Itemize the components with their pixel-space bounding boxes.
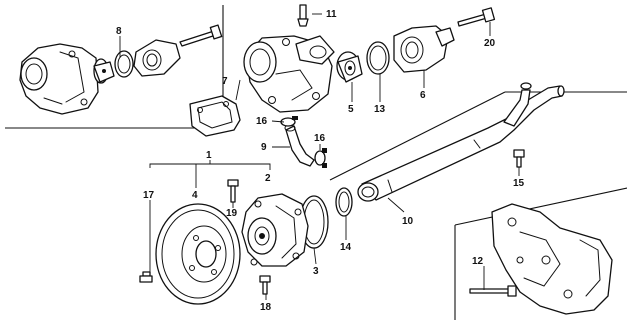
label-part-12: 12 <box>472 256 484 267</box>
label-part-10: 10 <box>402 216 414 227</box>
water-outlet-6 <box>393 25 455 73</box>
stud-12 <box>469 285 517 297</box>
label-part-6: 6 <box>420 90 426 101</box>
sensor-11 <box>297 4 309 27</box>
label-part-4: 4 <box>192 190 198 201</box>
label-part-3: 3 <box>313 266 319 277</box>
label-part-11: 11 <box>326 9 337 20</box>
water-pump-body-2 <box>241 193 309 267</box>
bolt-19 <box>227 179 239 203</box>
bolt-17 <box>139 271 153 283</box>
label-part-18: 18 <box>260 302 272 313</box>
upper-left-o-ring <box>114 50 134 78</box>
bolt-20 <box>457 7 496 27</box>
bolt-upper-left <box>179 24 223 47</box>
leader-lines <box>119 13 520 300</box>
label-part-16b: 16 <box>314 133 326 144</box>
label-part-20: 20 <box>484 38 496 49</box>
o-ring-14 <box>335 187 353 217</box>
label-part-17: 17 <box>143 190 155 201</box>
label-part-13: 13 <box>374 104 386 115</box>
thermostat-cover-8 <box>133 39 181 77</box>
label-part-7: 7 <box>222 76 228 87</box>
callout-labels: 1 2 3 4 5 6 7 8 9 10 11 12 13 14 15 16 1… <box>116 9 525 313</box>
label-part-2: 2 <box>265 173 271 184</box>
bypass-hose-9 <box>284 124 315 167</box>
label-part-14: 14 <box>340 242 352 253</box>
label-part-5: 5 <box>348 104 354 115</box>
label-part-15: 15 <box>513 178 525 189</box>
upper-left-thermostat-housing <box>19 43 99 115</box>
upper-left-thermostat <box>93 58 115 84</box>
bolt-15 <box>513 149 525 168</box>
water-outlet-housing <box>243 35 335 113</box>
label-part-9: 9 <box>261 142 267 153</box>
label-part-8: 8 <box>116 26 122 37</box>
pulley-4 <box>155 203 241 305</box>
label-part-19: 19 <box>226 208 238 219</box>
hose-clamp-16a <box>280 116 298 127</box>
label-part-1: 1 <box>206 150 212 161</box>
gasket-7 <box>189 95 241 137</box>
o-ring-13 <box>366 41 390 75</box>
thermostat-5 <box>336 51 363 83</box>
bolt-18 <box>259 275 271 295</box>
engine-bracket <box>491 203 613 315</box>
hose-clamp-16b <box>314 148 327 168</box>
water-pipe-10 <box>357 82 565 202</box>
label-part-16a: 16 <box>256 116 268 127</box>
